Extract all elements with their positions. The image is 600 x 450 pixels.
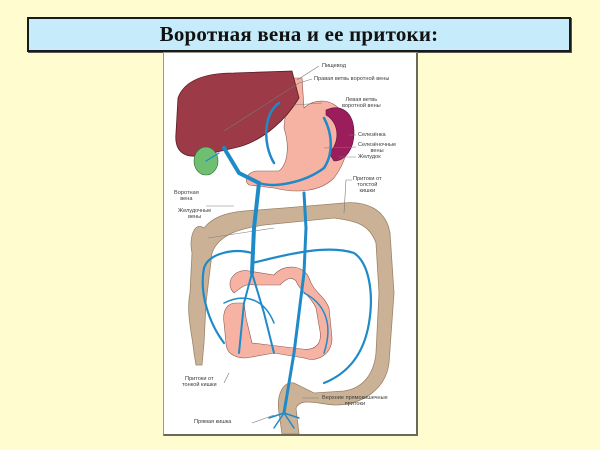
large-intestine — [188, 202, 395, 434]
stomach — [246, 77, 349, 192]
label-gastric-veins: Желудочные вены — [178, 208, 212, 220]
leader-lines — [206, 65, 357, 424]
venous-system — [201, 101, 372, 429]
spleen — [325, 107, 355, 162]
label-left-branch: Левая ветвь воротной вены — [342, 97, 381, 109]
portal-vein-diagram: Пищевод Правая ветвь воротной вены Левая… — [163, 52, 418, 436]
slide-title: Воротная вена и ее притоки: — [159, 22, 439, 46]
liver — [175, 70, 300, 157]
label-small-intestine-tributaries: Притоки от тонкой кишки — [182, 376, 217, 388]
anatomy-illustration — [175, 65, 395, 434]
label-splenic-veins: Селезёночные вены — [358, 142, 397, 154]
label-portal-vein: Воротная вена — [174, 190, 199, 202]
label-superior-rectal-tributaries: Верхние прямокишечные притоки — [322, 395, 388, 407]
label-esophagus: Пищевод — [322, 63, 346, 69]
label-rectum: Прямая кишка — [194, 419, 232, 425]
slide-title-box: Воротная вена и ее притоки: — [27, 17, 571, 52]
label-stomach: Желудок — [358, 154, 381, 160]
label-right-branch: Правая ветвь воротной вены — [314, 76, 390, 82]
label-spleen: Селезёнка — [358, 132, 386, 138]
label-colon-tributaries: Притоки от толстой кишки — [353, 176, 382, 194]
